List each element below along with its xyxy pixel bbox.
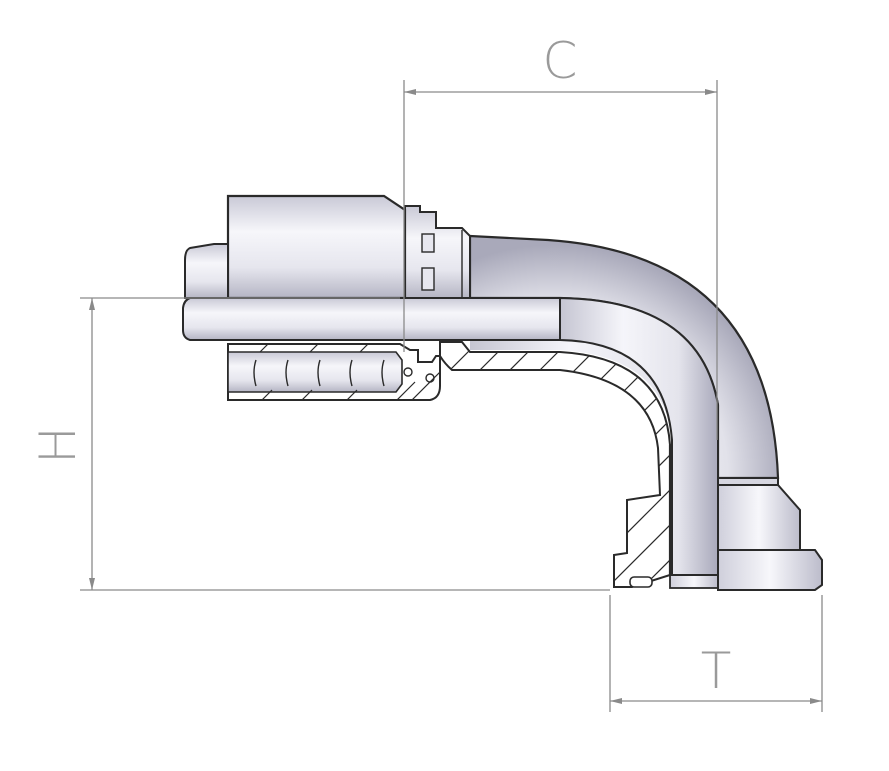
ferrule-hatching [259,344,440,400]
dimension-c-label: C [543,32,578,90]
nut-lock-upper [421,233,435,253]
flange-base [717,549,823,591]
insert-pipe [182,297,561,341]
section-cut-wall [439,341,671,588]
o-ring-groove [629,576,653,588]
ferrule-sleeve [226,194,407,300]
insert-tail-end [184,243,229,299]
dimension-t: T [609,595,823,712]
hose-fitting [182,194,823,591]
ferrule-serrations [227,351,435,393]
insert-pipe-bend [559,296,719,576]
flange-body [717,484,801,551]
dimension-h-label: H [29,426,87,464]
seal-tip [669,574,719,589]
dimension-t-label: T [701,642,732,700]
nut-lock-lower [421,267,435,291]
hex-nut [404,205,471,299]
dimension-h: H [29,297,610,591]
dimension-c: C [403,32,718,440]
flange-neck [717,477,779,486]
